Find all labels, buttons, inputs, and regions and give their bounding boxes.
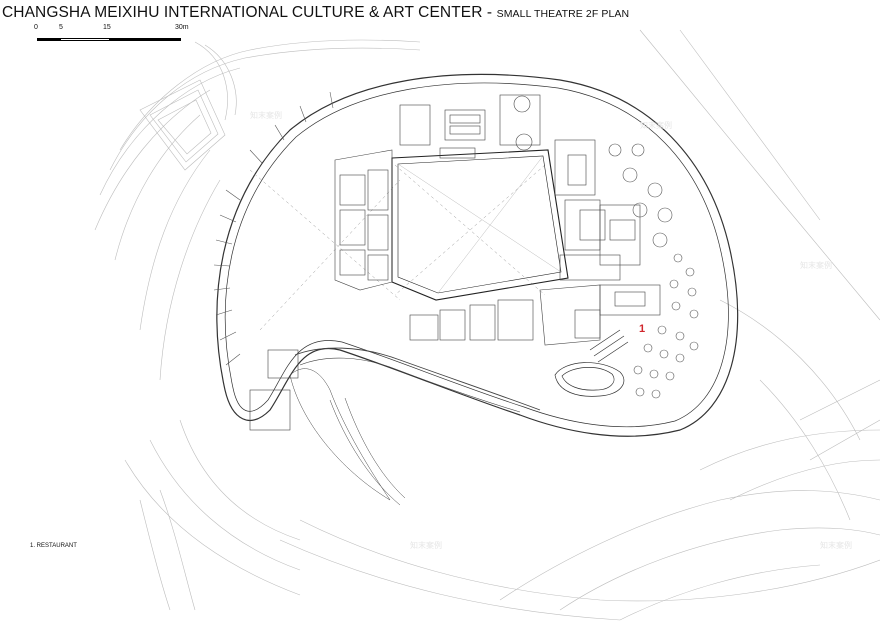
watermark: 知末案例: [250, 111, 282, 120]
legend-item-restaurant: 1. RESTAURANT: [30, 543, 77, 549]
scale-label-5: 5: [59, 24, 63, 31]
theatre-hall: [391, 149, 569, 301]
watermark: 知末案例: [640, 121, 672, 130]
legend: 1. RESTAURANT: [30, 543, 77, 549]
site-context-lines: [94, 29, 880, 621]
inner-sweep: [289, 347, 541, 506]
title-main: CHANGSHA MEIXIHU INTERNATIONAL CULTURE &…: [2, 4, 497, 21]
restaurant-tables: [608, 143, 699, 399]
watermark: 知末案例: [800, 261, 832, 270]
scale-segment-1: [37, 38, 61, 41]
structure-diagonals: [249, 164, 546, 331]
scale-label-0: 0: [34, 24, 38, 31]
facade-fins: [213, 91, 334, 366]
scale-label-15: 15: [103, 24, 111, 31]
scale-label-30: 30m: [175, 24, 189, 31]
watermark: 知末案例: [410, 541, 442, 550]
right-wing-rooms: [409, 139, 661, 346]
title-sub: SMALL THEATRE 2F PLAN: [496, 8, 630, 20]
drawing-title: CHANGSHA MEIXIHU INTERNATIONAL CULTURE &…: [2, 4, 629, 22]
top-service-cores: [399, 94, 541, 159]
scale-segment-3: [109, 38, 181, 41]
scale-segment-2: [61, 38, 109, 41]
scale-bar: 0 5 15 30m: [28, 24, 218, 48]
room-marker-restaurant: 1: [639, 323, 645, 335]
watermark: 知末案例: [820, 541, 852, 550]
left-service-rooms: [334, 149, 393, 291]
lower-curved-void: [554, 329, 629, 397]
entrance-pod: [249, 349, 299, 431]
